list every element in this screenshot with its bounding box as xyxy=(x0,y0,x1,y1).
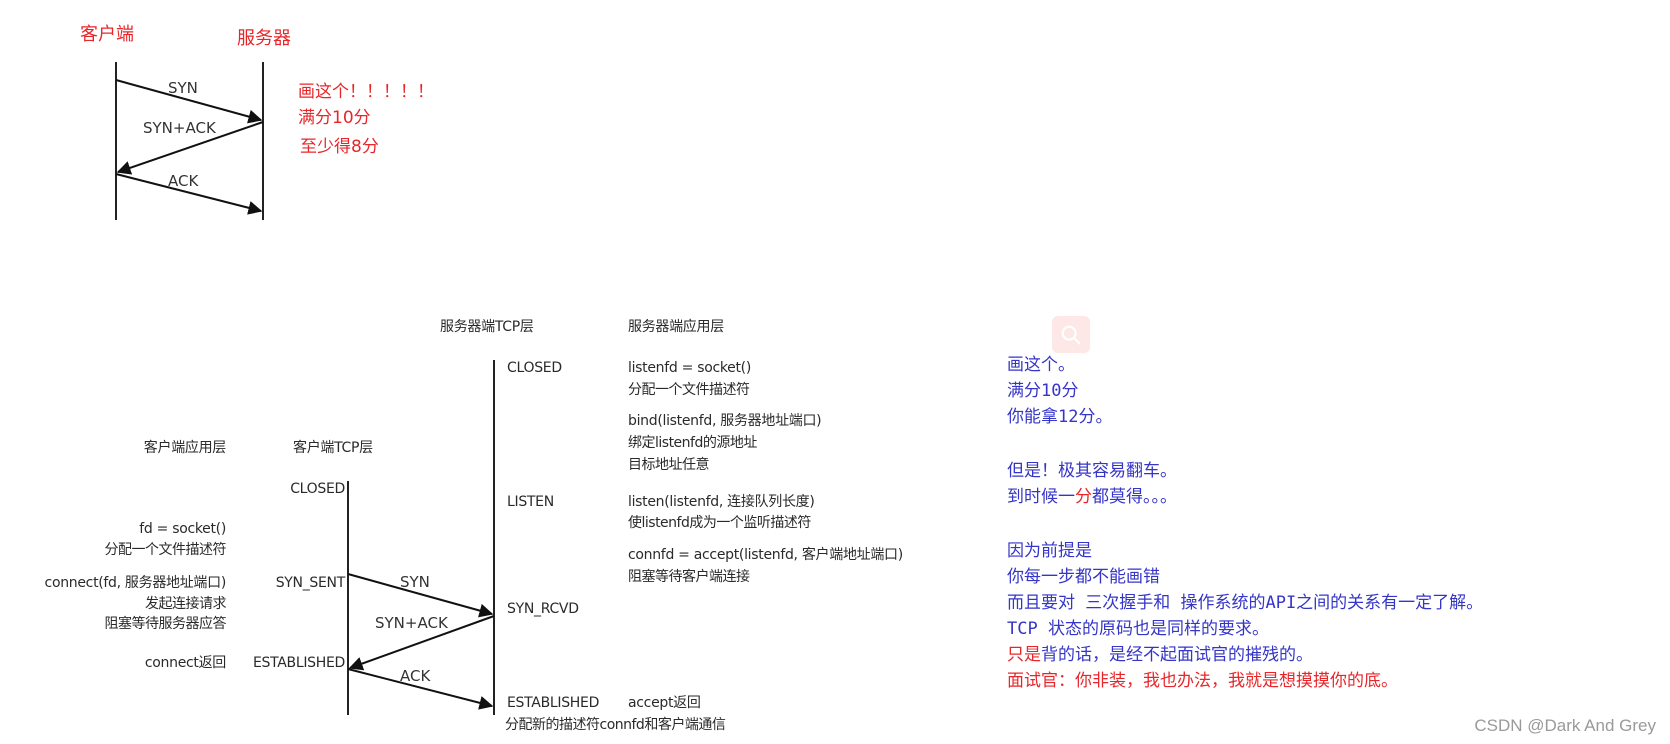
simple-note-2: 满分10分 xyxy=(298,108,371,128)
commentary-text: 因为前提是 xyxy=(1007,541,1092,561)
commentary-text: 你每一步都不能画错 xyxy=(1007,567,1160,587)
server-socket-desc: 分配一个文件描述符 xyxy=(628,382,750,398)
server-listen-desc: 使listenfd成为一个监听描述符 xyxy=(628,515,811,531)
simple-syn-label: SYN xyxy=(168,79,198,97)
detailed-ack-label: ACK xyxy=(400,667,431,685)
server-accept-note: 分配新的描述符connfd和客户端通信 xyxy=(505,717,726,733)
server-title: 服务器 xyxy=(237,28,291,49)
client-connect-desc-1: 发起连接请求 xyxy=(145,596,227,612)
header-client-app: 客户端应用层 xyxy=(143,440,227,456)
commentary-text: 画这个。 xyxy=(1007,355,1075,375)
commentary-highlight: 分 xyxy=(1075,487,1092,507)
commentary-text: 你能拿12分。 xyxy=(1007,407,1113,427)
commentary-highlight: 只是 xyxy=(1007,645,1041,665)
commentary-line: 面试官：你非装，我也办法，我就是想摸摸你的底。 xyxy=(1007,668,1483,694)
commentary-line: 因为前提是 xyxy=(1007,538,1483,564)
server-accept-desc: 阻塞等待客户端连接 xyxy=(628,569,750,585)
client-state-syn-sent: SYN_SENT xyxy=(275,575,346,591)
client-connect-desc-2: 阻塞等待服务器应答 xyxy=(104,616,227,632)
commentary-text: 而且要对 三次握手和 操作系统的API之间的关系有一定了解。 xyxy=(1007,593,1484,613)
simple-note-3: 至少得8分 xyxy=(300,137,379,157)
simple-synack-label: SYN+ACK xyxy=(143,119,216,137)
search-icon xyxy=(1061,325,1081,344)
server-state-syn-rcvd: SYN_RCVD xyxy=(507,601,579,617)
header-server-app: 服务器端应用层 xyxy=(628,319,724,335)
server-listen-call: listen(listenfd, 连接队列长度) xyxy=(628,494,815,510)
commentary-text: 面试官：你非装，我也办法，我就是想摸摸你的底。 xyxy=(1007,671,1398,691)
client-connect-call: connect(fd, 服务器地址端口) xyxy=(44,575,227,591)
watermark: CSDN @Dark And Grey xyxy=(1474,716,1656,735)
detailed-syn-label: SYN xyxy=(400,573,430,591)
commentary-line: 你每一步都不能画错 xyxy=(1007,564,1483,590)
simple-note-1: 画这个！！！！！ xyxy=(298,82,434,102)
commentary-line: 只是背的话，是经不起面试官的摧残的。 xyxy=(1007,642,1483,668)
server-state-established: ESTABLISHED xyxy=(507,695,600,711)
spacer xyxy=(1007,430,1483,458)
spacer xyxy=(1007,510,1483,538)
commentary-text: TCP 状态的原码也是同样的要求。 xyxy=(1007,619,1269,639)
server-bind-desc-1: 绑定listenfd的源地址 xyxy=(628,435,757,451)
server-bind-call: bind(listenfd, 服务器地址端口) xyxy=(628,413,822,429)
client-state-closed: CLOSED xyxy=(290,481,345,497)
commentary-text: 都莫得。。。 xyxy=(1092,487,1177,507)
client-title: 客户端 xyxy=(80,24,134,45)
server-socket-call: listenfd = socket() xyxy=(628,360,751,376)
client-socket-desc: 分配一个文件描述符 xyxy=(104,542,227,558)
server-accept-return: accept返回 xyxy=(628,695,701,711)
server-state-closed: CLOSED xyxy=(507,360,562,376)
commentary-text: 到时候一 xyxy=(1007,487,1075,507)
server-bind-desc-2: 目标地址任意 xyxy=(628,457,710,473)
commentary-line: 但是！极其容易翻车。 xyxy=(1007,458,1483,484)
commentary-line: 你能拿12分。 xyxy=(1007,404,1483,430)
server-state-listen: LISTEN xyxy=(507,494,554,510)
simple-ack-label: ACK xyxy=(168,172,199,190)
commentary-text: 背的话，是经不起面试官的摧残的。 xyxy=(1041,645,1313,665)
commentary-line: 到时候一分都莫得。。。 xyxy=(1007,484,1483,510)
server-accept-call: connfd = accept(listenfd, 客户端地址端口) xyxy=(628,547,903,563)
client-socket-call: fd = socket() xyxy=(139,521,226,537)
image-search-button[interactable] xyxy=(1052,316,1090,353)
header-client-tcp: 客户端TCP层 xyxy=(293,440,373,456)
commentary-text: 满分10分 xyxy=(1007,381,1079,401)
commentary-panel: 画这个。 满分10分 你能拿12分。 但是！极其容易翻车。 到时候一分都莫得。。… xyxy=(1007,352,1483,694)
commentary-line: 而且要对 三次握手和 操作系统的API之间的关系有一定了解。 xyxy=(1007,590,1483,616)
client-state-established: ESTABLISHED xyxy=(252,655,345,671)
detailed-synack-label: SYN+ACK xyxy=(375,614,448,632)
commentary-text: 但是！极其容易翻车。 xyxy=(1007,461,1177,481)
client-connect-return: connect返回 xyxy=(144,655,226,671)
detailed-handshake-lines xyxy=(347,360,495,715)
commentary-line: 画这个。 xyxy=(1007,352,1483,378)
commentary-line: 满分10分 xyxy=(1007,378,1483,404)
commentary-line: TCP 状态的原码也是同样的要求。 xyxy=(1007,616,1483,642)
header-server-tcp: 服务器端TCP层 xyxy=(440,319,534,335)
simple-handshake-lines xyxy=(115,62,264,220)
